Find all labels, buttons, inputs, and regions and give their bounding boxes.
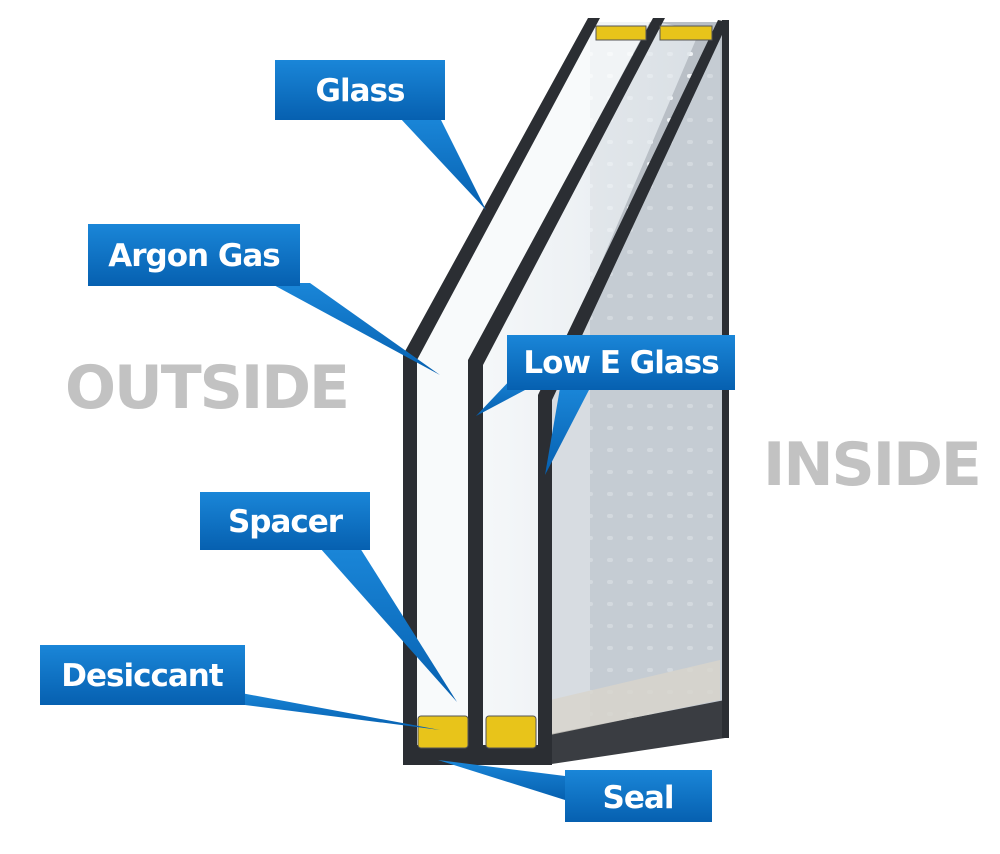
top-desiccant (595, 25, 647, 41)
callout-glass: Glass (275, 60, 445, 120)
label-seal: Seal (603, 780, 674, 816)
callout-spacer: Spacer (200, 492, 370, 550)
outer-pane-face (405, 22, 650, 760)
label-spacer: Spacer (228, 504, 344, 540)
label-low-e-glass: Low E Glass (523, 345, 718, 381)
callout-desiccant: Desiccant (40, 645, 245, 705)
bottom-frame (545, 700, 725, 765)
callout-argon-gas: Argon Gas (88, 224, 300, 286)
inner-pane-face (540, 25, 725, 760)
label-argon-gas: Argon Gas (108, 238, 279, 274)
desiccant-fill (417, 715, 469, 749)
desiccant-fill (485, 715, 537, 749)
middle-pane-face (470, 22, 700, 760)
callout-low-e-glass: Low E Glass (507, 335, 735, 390)
seal (403, 745, 552, 765)
label-desiccant: Desiccant (61, 658, 224, 694)
outside-label: OUTSIDE (65, 353, 348, 423)
label-glass: Glass (316, 73, 405, 109)
inside-label: INSIDE (763, 430, 980, 500)
callout-seal: Seal (565, 770, 712, 822)
window-unit (403, 18, 729, 765)
callout-pointers (225, 118, 590, 800)
